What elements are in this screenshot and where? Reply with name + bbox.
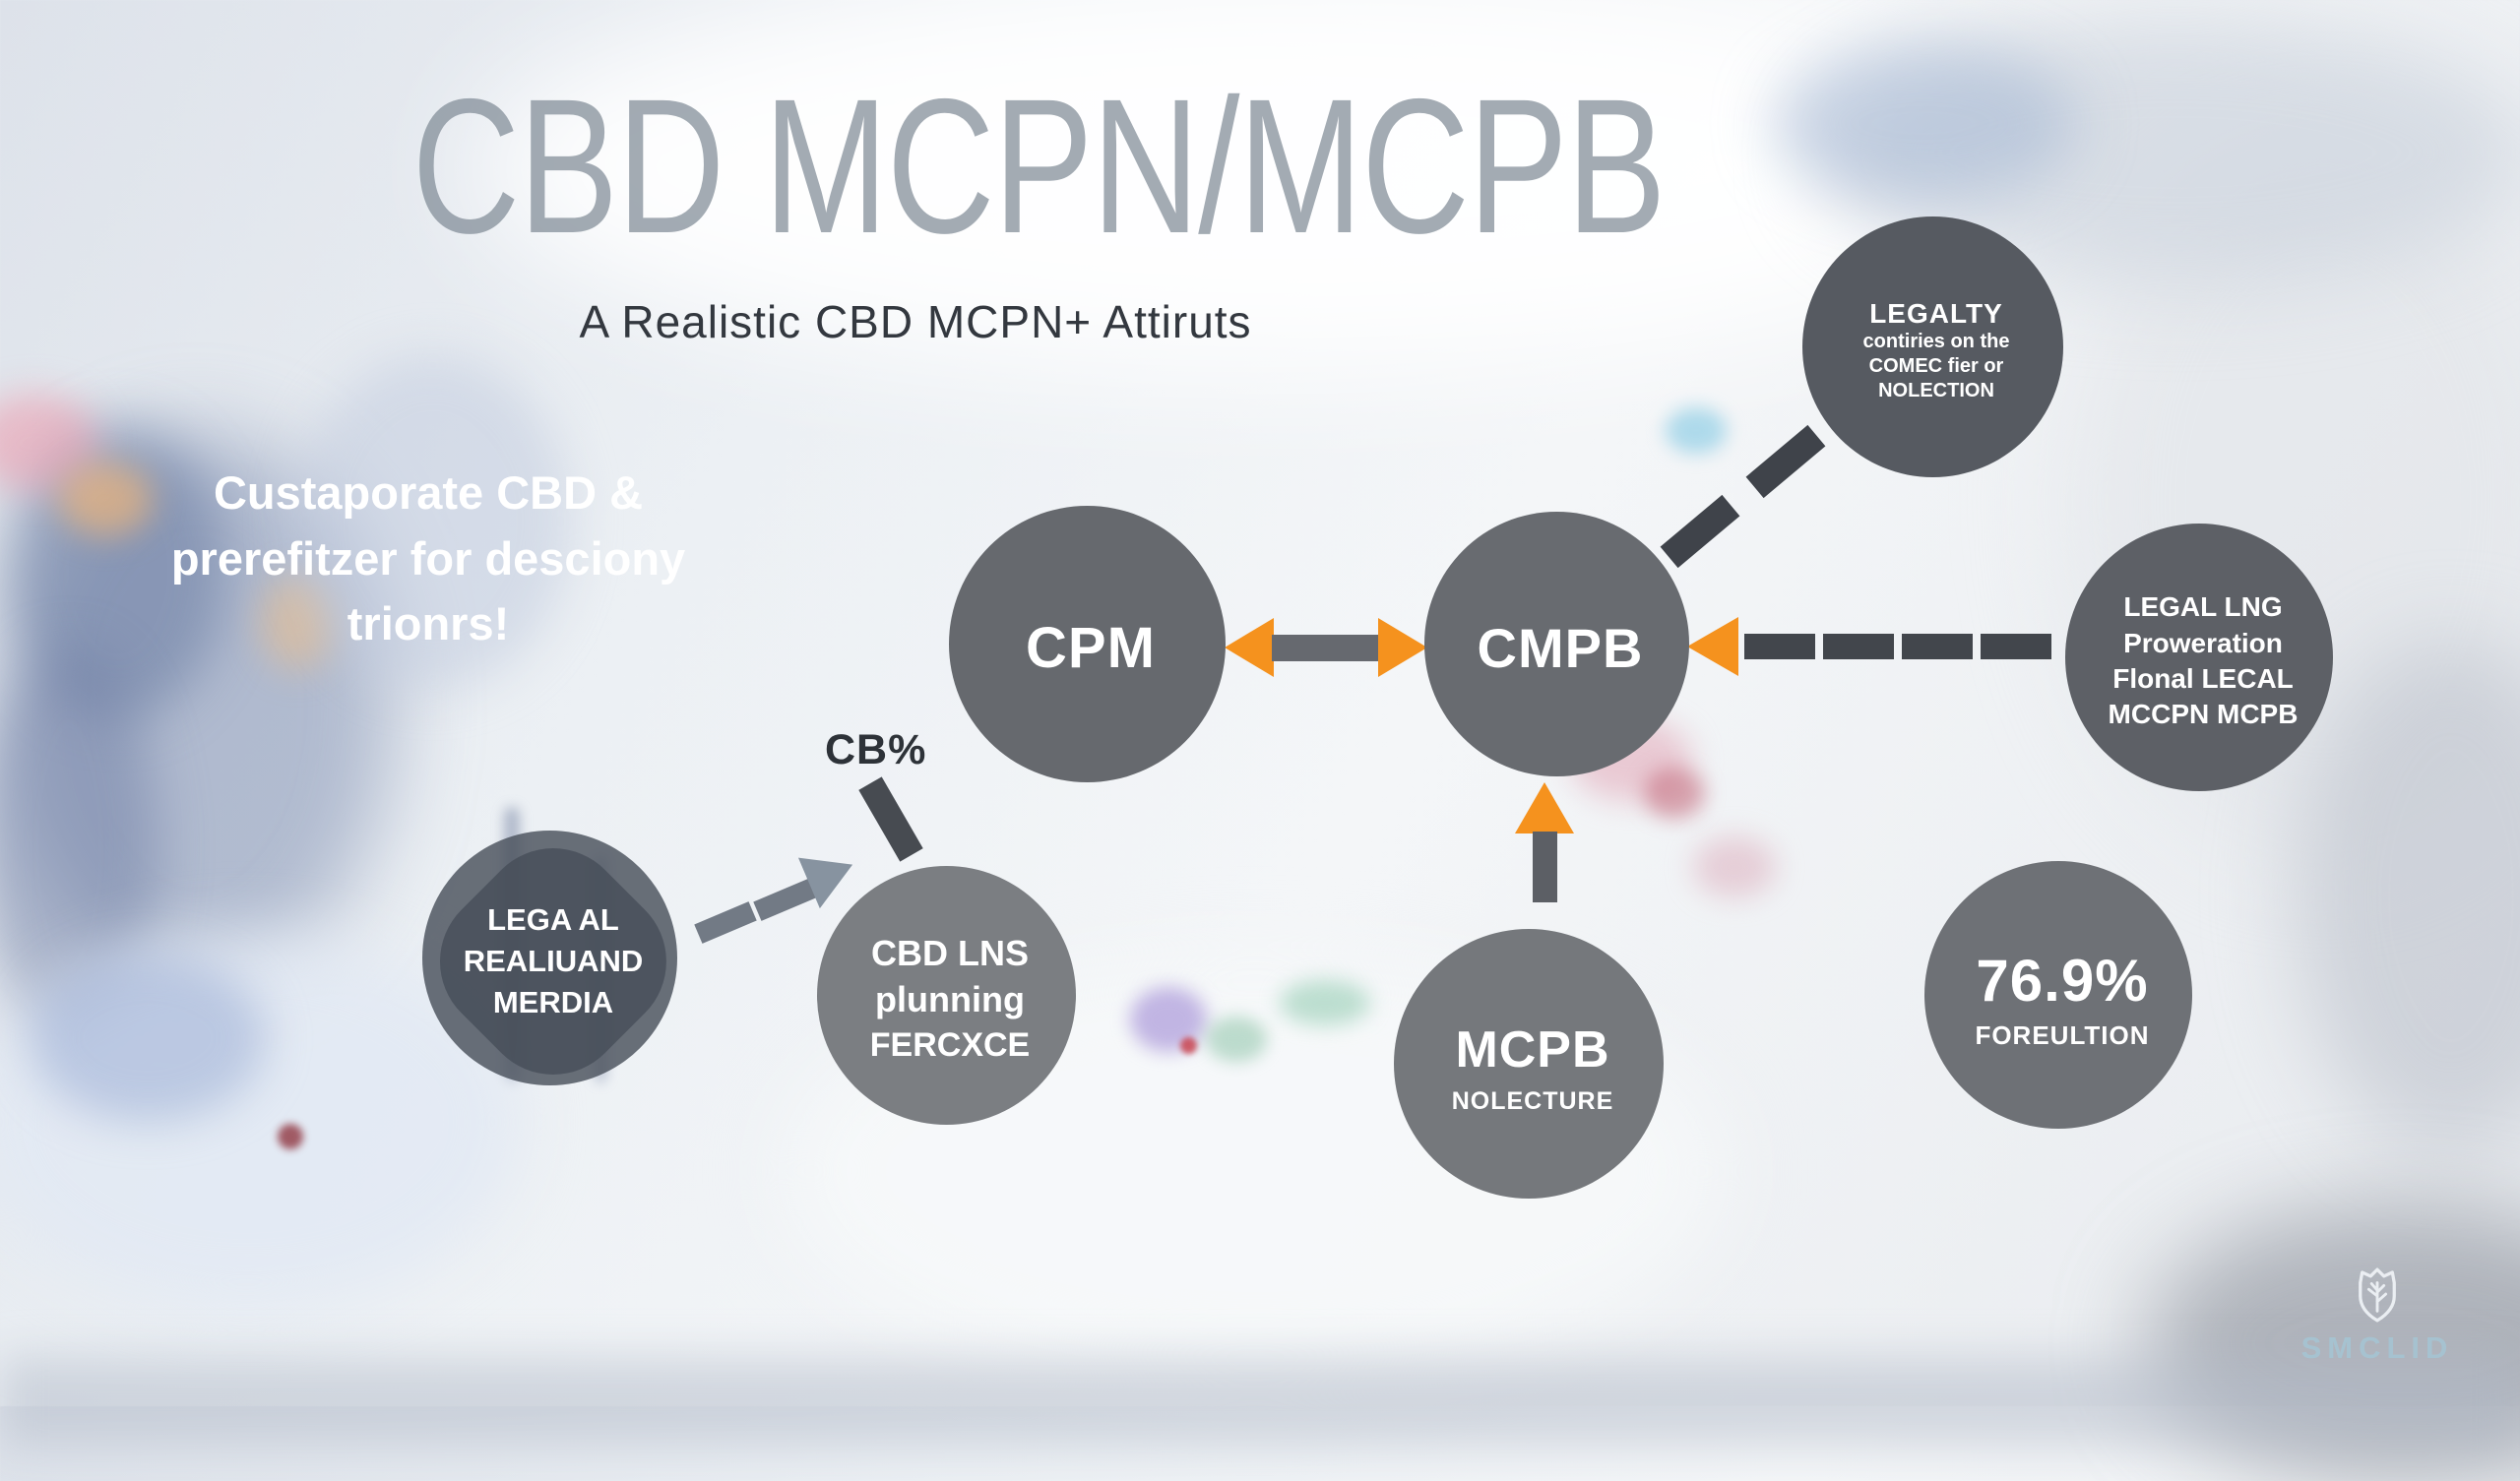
node-cbd-lns-line: FERCXCE [869, 1025, 1031, 1064]
connector-legallng-cmpb-dash [1744, 634, 1815, 659]
tagline-line-3: trionrs! [346, 597, 510, 650]
node-legal-lng-line: Flonal LECAL [2112, 663, 2294, 694]
bg-red-dot-left [278, 1124, 303, 1149]
bg-top-right-blue [1772, 44, 2077, 202]
node-legal-lng-line: LEGAL LNG [2123, 591, 2283, 623]
bg-green-item [1206, 1017, 1267, 1062]
bg-top-glow [472, 0, 2048, 374]
bg-pink-item-3 [1693, 836, 1776, 897]
node-mcpb-circle [1394, 929, 1665, 1200]
connector-mcpb-cmpb-bar [1533, 832, 1557, 902]
bg-green-item-2 [1280, 980, 1370, 1025]
arrowhead-left-icon [1225, 618, 1274, 677]
brand-logo-text: SMCLID [2300, 1330, 2454, 1365]
node-legalty-line: COMEC fier or [1868, 354, 2004, 377]
bg-red-dot-center [1180, 1037, 1197, 1054]
node-cmpb-circle [1424, 512, 1689, 776]
node-lega-al-line: LEGA AL [487, 902, 619, 938]
page-subtitle: A Realistic CBD MCPN+ Attiruts [579, 296, 1252, 347]
connector-cb-cbdlns-dash [858, 776, 923, 862]
bg-pink-item-2 [1644, 768, 1705, 819]
connector-cpm-cmpb-bar [1272, 635, 1378, 661]
bg-glassware [295, 354, 571, 689]
node-legalty-title: LEGALTY [1869, 297, 2003, 329]
node-cpm: CPM [935, 492, 1246, 803]
tagline: Custaporate CBD & prerefitzer for descio… [34, 461, 822, 657]
node-legalty: LEGALTY contiries on the COMEC fier or N… [1790, 204, 2083, 497]
connector-legallng-cmpb-dash [1823, 634, 1894, 659]
brand-logo: SMCLID [2294, 1267, 2461, 1366]
tagline-line-1: Custaporate CBD & [213, 466, 644, 519]
bg-blue-item [30, 955, 266, 1122]
node-lega-al-line: REALIUAND [463, 944, 644, 979]
cb-percent-label: CB% [825, 726, 927, 773]
node-cbd-lns: CBD LNS plunning FERCXCE [804, 853, 1096, 1144]
node-lega-al: LEGA AL REALIUAND MERDIA [410, 818, 697, 1105]
node-legal-lng-circle [2065, 524, 2334, 792]
node-cbd-lns-line: CBD LNS [871, 933, 1029, 974]
node-cbd-lns-circle [816, 865, 1076, 1125]
node-mcpb-subtitle: NOLECTURE [1451, 1086, 1614, 1115]
node-legalty-line: contiries on the [1862, 330, 2010, 352]
node-lega-al-circle [421, 830, 678, 1086]
arrowhead-left-icon [1687, 617, 1738, 676]
node-legal-lng: LEGAL LNG Proweration Flonal LECAL MCCPN… [2052, 511, 2354, 812]
connector-legallng-cmpb-dash [1981, 634, 2051, 659]
node-legal-lng-line: Proweration [2123, 627, 2283, 658]
node-lega-al-line: MERDIA [492, 984, 614, 1019]
node-legal-lng-line: MCCPN MCPB [2108, 699, 2299, 730]
node-legalty-line: NOLECTION [1878, 379, 1994, 401]
node-mcpb: MCPB NOLECTURE [1381, 916, 1684, 1219]
node-cpm-circle [948, 505, 1226, 782]
connector-legaal-cbdlns-dash [694, 901, 757, 944]
node-cmpb-title: CMPB [1477, 616, 1644, 679]
bg-bottom-edge [0, 1358, 2520, 1447]
bg-cyan-item [1666, 407, 1727, 454]
node-cpm-title: CPM [1026, 615, 1156, 680]
node-foreultion-circle [1924, 861, 2193, 1130]
tagline-line-2: prerefitzer for desciony [170, 531, 686, 585]
node-foreultion: 76.9% FOREULTION [1912, 848, 2213, 1149]
node-foreultion-title: 76.9% [1976, 948, 2149, 1014]
node-cmpb: CMPB [1412, 499, 1709, 796]
arrowhead-right-icon [1378, 618, 1427, 677]
connector-legallng-cmpb-dash [1902, 634, 1973, 659]
page-title: CBD MCPN/MCPB [411, 59, 1667, 274]
bg-orange-blob [59, 463, 153, 536]
node-cbd-lns-line: plunning [875, 978, 1025, 1019]
node-legalty-circle [1801, 216, 2063, 477]
arrowhead-up-icon [1515, 782, 1574, 833]
node-mcpb-title: MCPB [1455, 1020, 1610, 1079]
node-foreultion-subtitle: FOREULTION [1975, 1020, 2150, 1050]
shield-leaf-logo-icon [2359, 1267, 2396, 1323]
